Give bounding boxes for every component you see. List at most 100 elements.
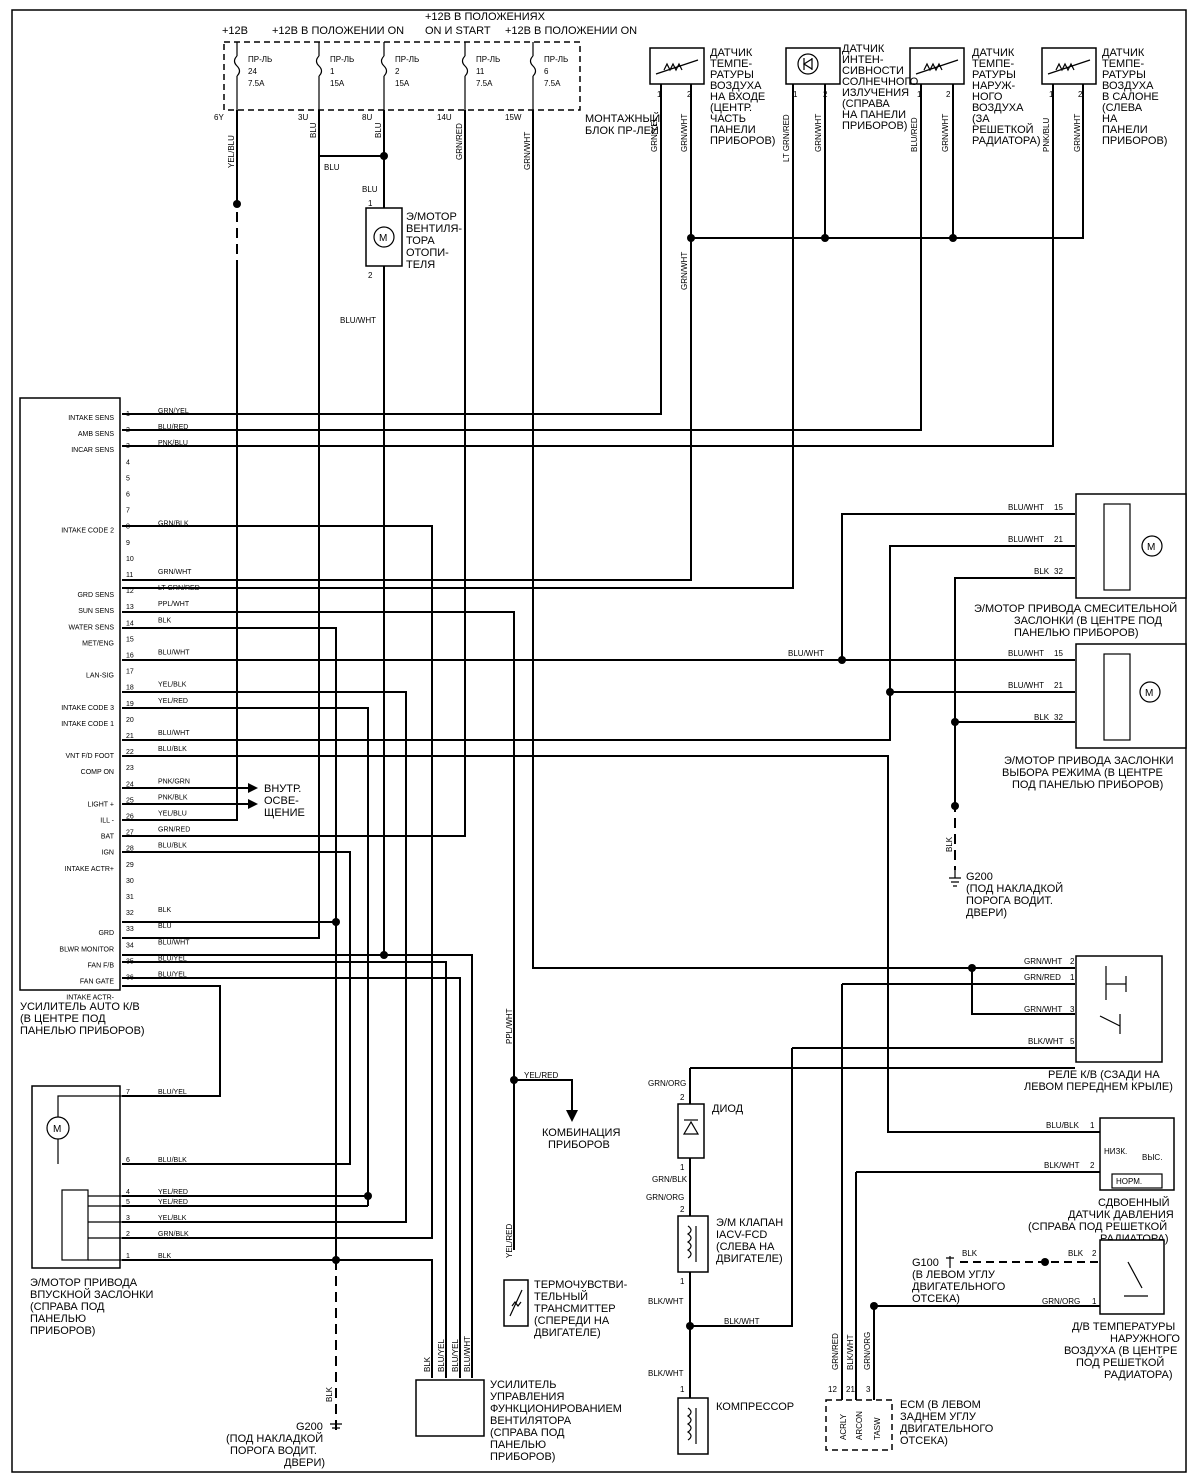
sensor-wire-3: GRN/WHT	[814, 114, 823, 152]
amp-pin-wire: GRN/WHT	[158, 569, 192, 576]
svg-text:2: 2	[368, 271, 373, 280]
pressure-label-2: (СПРАВА ПОД РЕШЕТКОЙ	[1028, 1220, 1167, 1233]
intake-motor-l4: ПРИБОРОВ)	[30, 1325, 95, 1337]
thermo-wire-up: PPL/WHT	[505, 1008, 514, 1044]
blower-wire-in: BLU	[362, 185, 378, 194]
g100-l0: G100	[912, 1257, 939, 1269]
fan-amp-l0: УСИЛИТЕЛЬ	[490, 1379, 556, 1391]
pressure-pin-1-wire: BLK/WHT	[1044, 1161, 1080, 1170]
fuse-6-term: 15W	[505, 113, 522, 122]
sensor-incar-l4: В САЛОНЕ	[1102, 91, 1159, 103]
amb-switch-pin-0-wire: BLK	[1068, 1249, 1084, 1258]
fuse-24-amp: 7.5A	[248, 79, 265, 88]
amp-pin-label: INTAKE CODE 3	[61, 705, 114, 712]
amb-switch-l0: Д/В ТЕМПЕРАТУРЫ	[1072, 1321, 1175, 1333]
g200-bottom-l0: G200	[296, 1421, 323, 1433]
light-label-1: ОСВЕ-	[264, 795, 299, 807]
amp-pin-number: 33	[126, 926, 134, 933]
ground-g100: BLK G100 (В ЛЕВОМ УГЛУ ДВИГАТЕЛЬНОГО ОТС…	[912, 1249, 1006, 1305]
thermo-transmitter: PPL/WHT YEL/RED ТЕРМОЧУВСТВИ- ТЕЛЬНЫЙ ТР…	[503, 1008, 628, 1339]
svg-text:2: 2	[680, 1205, 685, 1214]
ecm-pin-1-term: ARCON	[855, 1411, 864, 1440]
amp-pin-number: 23	[126, 765, 134, 772]
g200-bottom-l1: (ПОД НАКЛАДКОЙ	[226, 1432, 323, 1445]
amp-pin-number: 7	[126, 508, 130, 515]
amp-pin-wire: PNK/GRN	[158, 778, 190, 785]
dual-pressure-switch: НИЗК. ВЫС. НОРМ. BLU/BLK 1 BLK/WHT 2 СДВ…	[1028, 1117, 1175, 1245]
diode-wire-bot: GRN/BLK	[652, 1175, 688, 1184]
sensor-amb-l8: РАДИАТОРА)	[972, 135, 1041, 147]
valve-label-2: (СЛЕВА НА	[716, 1241, 775, 1253]
svg-text:2: 2	[687, 90, 692, 99]
blower-label-2: ТОРА	[406, 235, 435, 247]
compressor-wire-right: BLK/WHT	[724, 1317, 760, 1326]
fuse-2-wire: BLU	[374, 122, 383, 138]
amp-pin-wire: PNK/BLK	[158, 794, 188, 801]
amp-pin-label: FAN F/B	[88, 962, 115, 969]
amp-pin-wire: GRN/YEL	[158, 408, 189, 415]
amp-pin-label: BLWR MONITOR	[59, 946, 114, 953]
g200-right-l0: G200	[966, 871, 993, 883]
header-plus12: +12В	[222, 25, 248, 37]
amp-pin-number: 12	[126, 588, 134, 595]
thermo-label-4: ДВИГАТЕЛЕ)	[534, 1327, 601, 1339]
sun-sensor	[785, 47, 841, 85]
mix-label-1: ЗАСЛОНКИ (В ЦЕНТРЕ ПОД	[1014, 615, 1163, 627]
pressure-norm: НОРМ.	[1116, 1177, 1142, 1186]
amb-switch-pin-0-num: 2	[1092, 1249, 1097, 1258]
sensor-amb-l0: ДАТЧИК	[972, 47, 1015, 59]
compressor-wire: BLK/WHT	[648, 1369, 684, 1378]
mode-pin-1-num: 21	[1054, 681, 1063, 690]
light-label-0: ВНУТР.	[264, 783, 301, 795]
thermo-wire: YEL/RED	[505, 1224, 514, 1258]
ecm-label-3: ОТСЕКА)	[900, 1435, 948, 1447]
sensor-amb-l2: РАТУРЫ	[972, 69, 1016, 81]
relay-pin-3-num: 5	[1070, 1037, 1075, 1046]
cluster-label-0: КОМБИНАЦИЯ	[542, 1127, 620, 1139]
ecm-pin-2-num: 3	[866, 1385, 871, 1394]
mix-pin-1-num: 21	[1054, 535, 1063, 544]
cluster-label-1: ПРИБОРОВ	[548, 1139, 610, 1151]
ambient-temp-switch: BLK 2 GRN/ORG 1 Д/В ТЕМПЕРАТУРЫ НАРУЖНОГ…	[1042, 1239, 1180, 1381]
ambient-temp-sensor	[909, 47, 965, 85]
sensor-incar-l0: ДАТЧИК	[1102, 47, 1145, 59]
amp-pin-wire: BLU/RED	[158, 424, 188, 431]
g200-right-wire: BLK	[945, 836, 954, 852]
amp-pin-number: 20	[126, 717, 134, 724]
amp-pin-label: MET/ENG	[82, 640, 114, 647]
amp-pin-number: 32	[126, 910, 134, 917]
blower-label-3: ОТОПИ-	[406, 247, 449, 259]
sensor-incar-l8: ПРИБОРОВ)	[1102, 135, 1167, 147]
relay-pin-3-wire: BLK/WHT	[1028, 1037, 1064, 1046]
intake-motor-pin-wire: BLU/YEL	[158, 1089, 187, 1096]
amp-pin-label: WATER SENS	[68, 624, 114, 631]
amb-switch-pin-1-wire: GRN/ORG	[1042, 1297, 1080, 1306]
amp-pin-label: LAN-SIG	[86, 673, 114, 680]
g100-l2: ДВИГАТЕЛЬНОГО	[912, 1281, 1006, 1293]
fuse-11-amp: 7.5A	[476, 79, 493, 88]
pressure-label-0: СДВОЕННЫЙ	[1098, 1196, 1170, 1209]
svg-text:1: 1	[368, 199, 373, 208]
intake-motor-pin-wire: BLU/BLK	[158, 1157, 187, 1164]
ecm-pin-0-num: 12	[828, 1385, 837, 1394]
amp-pin-number: 24	[126, 781, 134, 788]
amp-pin-number: 16	[126, 653, 134, 660]
svg-text:1: 1	[917, 90, 922, 99]
sensor-incar-l7: ПАНЕЛИ	[1102, 124, 1148, 136]
blower-motor: M 1 2 Э/МОТОР ВЕНТИЛЯ- ТОРА ОТОПИ- ТЕЛЯ …	[324, 163, 462, 325]
sensor-amb-l1: ТЕМПЕ-	[972, 58, 1014, 70]
mix-door-motor: M BLU/WHT 15 BLU/WHT 21 BLK 32 Э/МОТОР П…	[974, 493, 1187, 639]
ac-relay: GRN/WHT 2 GRN/RED 1 GRN/WHT 3 BLK/WHT 5 …	[1024, 955, 1173, 1093]
header-on-start-2: ON И START	[425, 25, 491, 37]
fuse-6-num: 6	[544, 67, 549, 76]
sensor-intake-l0: ДАТЧИК	[710, 47, 753, 59]
fuse-24-name: ПР-ЛЬ	[248, 55, 272, 64]
blower-wire-top: BLU	[324, 163, 340, 172]
mode-pin-2-wire: BLK	[1034, 713, 1050, 722]
fan-amp-wire-2: BLU/YEL	[451, 1339, 460, 1372]
amp-pin-label: SUN SENS	[78, 608, 114, 615]
fuse-24-wire: YEL/BLU	[227, 135, 236, 168]
fuse-2: ПР-ЛЬ 2 15A	[380, 42, 419, 110]
amp-pin-number: 14	[126, 620, 134, 627]
